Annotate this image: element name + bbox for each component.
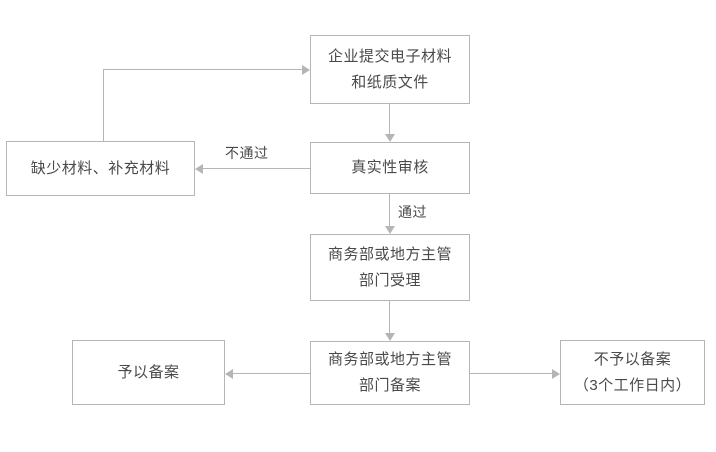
arrowhead-verify-to-missing — [195, 164, 203, 174]
node-department-filing: 商务部或地方主管 部门备案 — [310, 341, 470, 405]
node-filing-rejected-line-1: 不予以备案 — [593, 350, 672, 368]
node-department-acceptance-line-1: 商务部或地方主管 — [327, 245, 452, 263]
connector-record-to-approved — [233, 373, 310, 374]
connector-missing-loop-horizontal — [103, 69, 302, 70]
arrowhead-submit-to-verify — [385, 134, 395, 142]
node-missing-materials-line-1: 缺少材料、补充材料 — [30, 159, 171, 177]
node-filing-rejected-line-2: （3个工作日内） — [573, 376, 692, 394]
node-missing-materials: 缺少材料、补充材料 — [6, 141, 195, 196]
node-authenticity-review-line-1: 真实性审核 — [351, 159, 429, 176]
connector-verify-to-accept — [389, 194, 390, 226]
connector-accept-to-record — [389, 301, 390, 333]
node-department-filing-line-1: 商务部或地方主管 — [327, 351, 452, 368]
arrowhead-missing-to-submit — [302, 65, 310, 75]
connector-missing-loop-vertical — [103, 69, 104, 141]
arrowhead-verify-to-accept — [385, 226, 395, 234]
edge-label-pass: 通过 — [398, 204, 427, 220]
node-department-acceptance-line-2: 部门受理 — [358, 271, 421, 289]
node-filing-approved: 予以备案 — [72, 340, 225, 405]
node-department-filing-line-2: 部门备案 — [358, 377, 421, 394]
arrowhead-record-to-rejected — [552, 369, 560, 379]
node-enterprise-submit-line-1: 企业提交电子材料 — [327, 47, 452, 65]
arrowhead-accept-to-record — [385, 333, 395, 341]
node-enterprise-submit-line-2: 和纸质文件 — [351, 73, 429, 91]
arrowhead-record-to-approved — [225, 369, 233, 379]
connector-record-to-rejected — [470, 373, 552, 374]
edge-label-fail: 不通过 — [225, 145, 269, 161]
node-department-acceptance: 商务部或地方主管 部门受理 — [310, 234, 470, 301]
node-authenticity-review: 真实性审核 — [310, 142, 470, 194]
node-filing-rejected: 不予以备案 （3个工作日内） — [560, 340, 705, 405]
connector-submit-to-verify — [389, 104, 390, 135]
connector-verify-to-missing — [203, 168, 310, 169]
node-enterprise-submit: 企业提交电子材料 和纸质文件 — [310, 35, 470, 104]
node-filing-approved-line-1: 予以备案 — [117, 363, 180, 381]
